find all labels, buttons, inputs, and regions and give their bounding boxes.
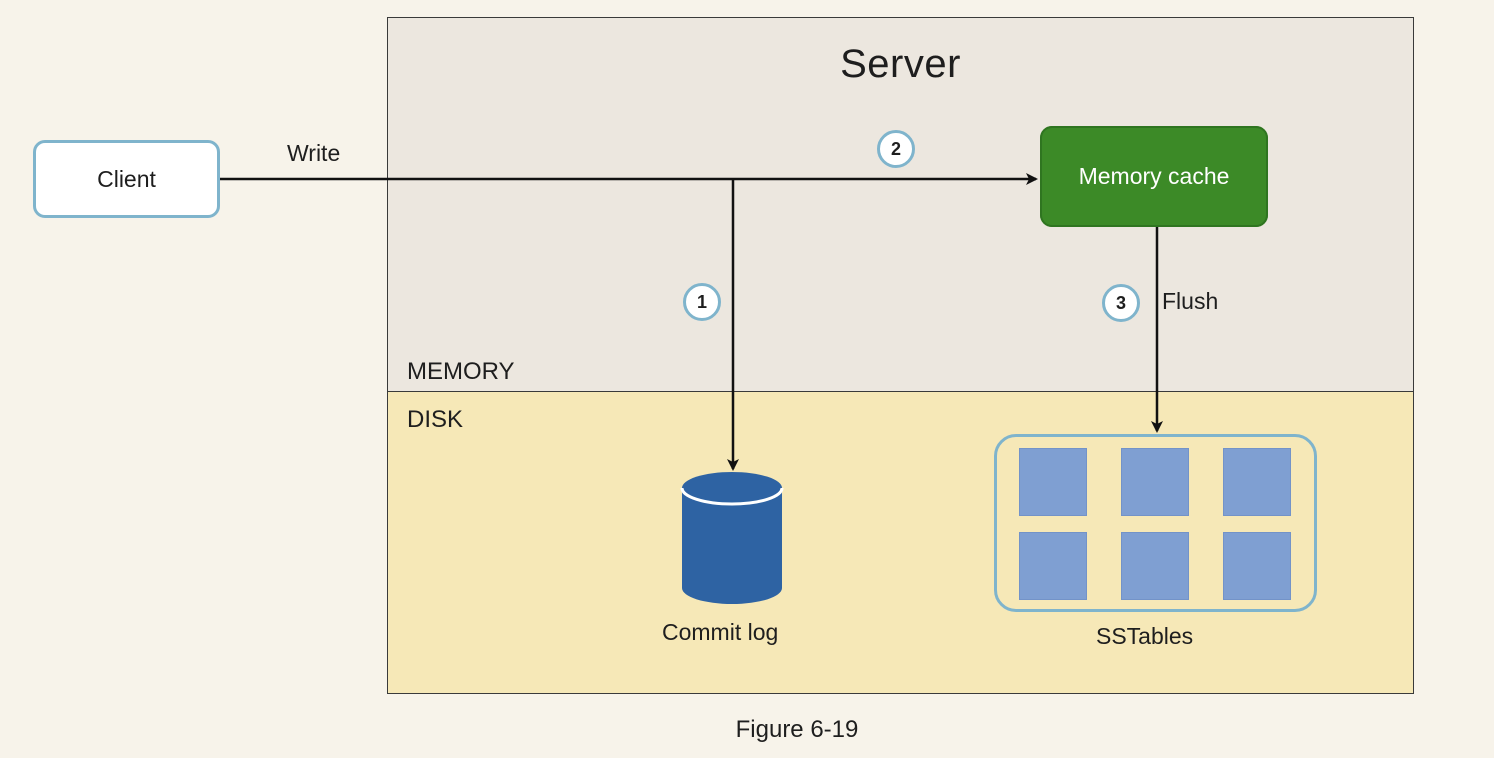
flush-label: Flush <box>1162 288 1219 314</box>
step-3-badge: 3 <box>1102 284 1140 322</box>
sstable-cell <box>1223 532 1291 600</box>
sstable-cell <box>1121 448 1189 516</box>
memory-cache-label: Memory cache <box>1078 163 1230 189</box>
write-label: Write <box>287 140 341 166</box>
sstables-label: SSTables <box>1096 623 1194 649</box>
step-2-badge: 2 <box>877 130 915 168</box>
figure-caption: Figure 6-19 <box>735 716 859 743</box>
sstable-cell <box>1121 532 1189 600</box>
memory-cache-node: Memory cache <box>1040 126 1268 227</box>
sstable-cell <box>1223 448 1291 516</box>
sstable-cell <box>1019 448 1087 516</box>
commit-log-label: Commit log <box>662 619 779 645</box>
sstables-group <box>994 434 1317 612</box>
sstable-cell <box>1019 532 1087 600</box>
client-node: Client <box>33 140 220 218</box>
step-1-badge: 1 <box>683 283 721 321</box>
server-title: Server <box>840 42 961 86</box>
client-label: Client <box>97 165 156 192</box>
disk-zone-label: DISK <box>407 406 464 433</box>
memory-zone-label: MEMORY <box>407 358 515 385</box>
